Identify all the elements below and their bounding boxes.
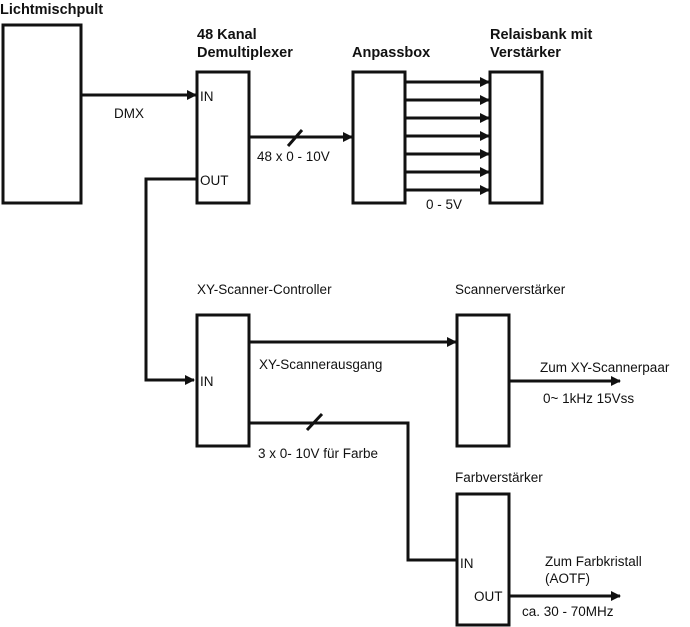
farbverstaerker-title: Farbverstärker xyxy=(455,470,543,485)
bus-slash xyxy=(286,129,304,147)
xy-controller-port-in: IN xyxy=(200,374,214,389)
farbverstaerker-port-in: IN xyxy=(460,556,474,571)
color-amp-out-line3: ca. 30 - 70MHz xyxy=(522,604,614,619)
scanner-out-label-line1: Zum XY-Scannerpaar xyxy=(540,360,670,375)
farbverstaerker-port-out: OUT xyxy=(474,589,503,604)
color-wire xyxy=(249,421,458,562)
demux-port-in: IN xyxy=(200,89,214,104)
farbverstaerker-box xyxy=(455,492,511,627)
demux-to-xy-wire xyxy=(144,177,196,385)
anpassbox-box xyxy=(351,70,407,205)
demux-title-line1: 48 Kanal xyxy=(197,27,257,43)
demux-box xyxy=(195,70,251,205)
relaisbank-title-line2: Verstärker xyxy=(490,45,561,61)
color-out-label: 3 x 0- 10V für Farbe xyxy=(258,446,378,461)
anpassbox-title: Anpassbox xyxy=(352,45,430,61)
lichtmischpult-title: Lichtmischpult xyxy=(0,2,103,18)
scannerverstaerker-box xyxy=(455,313,511,448)
demux-out-label: 48 x 0 - 10V xyxy=(257,149,330,164)
color-amp-out-line2: (AOTF) xyxy=(545,571,590,586)
dmx-label: DMX xyxy=(114,106,144,121)
xy-controller-title: XY-Scanner-Controller xyxy=(197,282,332,297)
relay-channel-arrows xyxy=(405,77,490,195)
relaisbank-title-line1: Relaisbank mit xyxy=(490,27,593,43)
relay-in-label: 0 - 5V xyxy=(426,197,462,212)
xy-out-label: XY-Scannerausgang xyxy=(259,357,382,372)
scannerverstaerker-title: Scannerverstärker xyxy=(455,282,566,297)
color-bus-slash xyxy=(305,412,324,432)
demux-title-line2: Demultiplexer xyxy=(197,45,293,61)
xy-controller-box xyxy=(195,313,251,448)
lichtmischpult-box xyxy=(1,23,83,205)
relaisbank-box xyxy=(488,70,544,205)
scanner-out-label-line2: 0~ 1kHz 15Vss xyxy=(543,391,634,406)
color-amp-out-line1: Zum Farbkristall xyxy=(545,554,642,569)
demux-port-out: OUT xyxy=(200,173,229,188)
